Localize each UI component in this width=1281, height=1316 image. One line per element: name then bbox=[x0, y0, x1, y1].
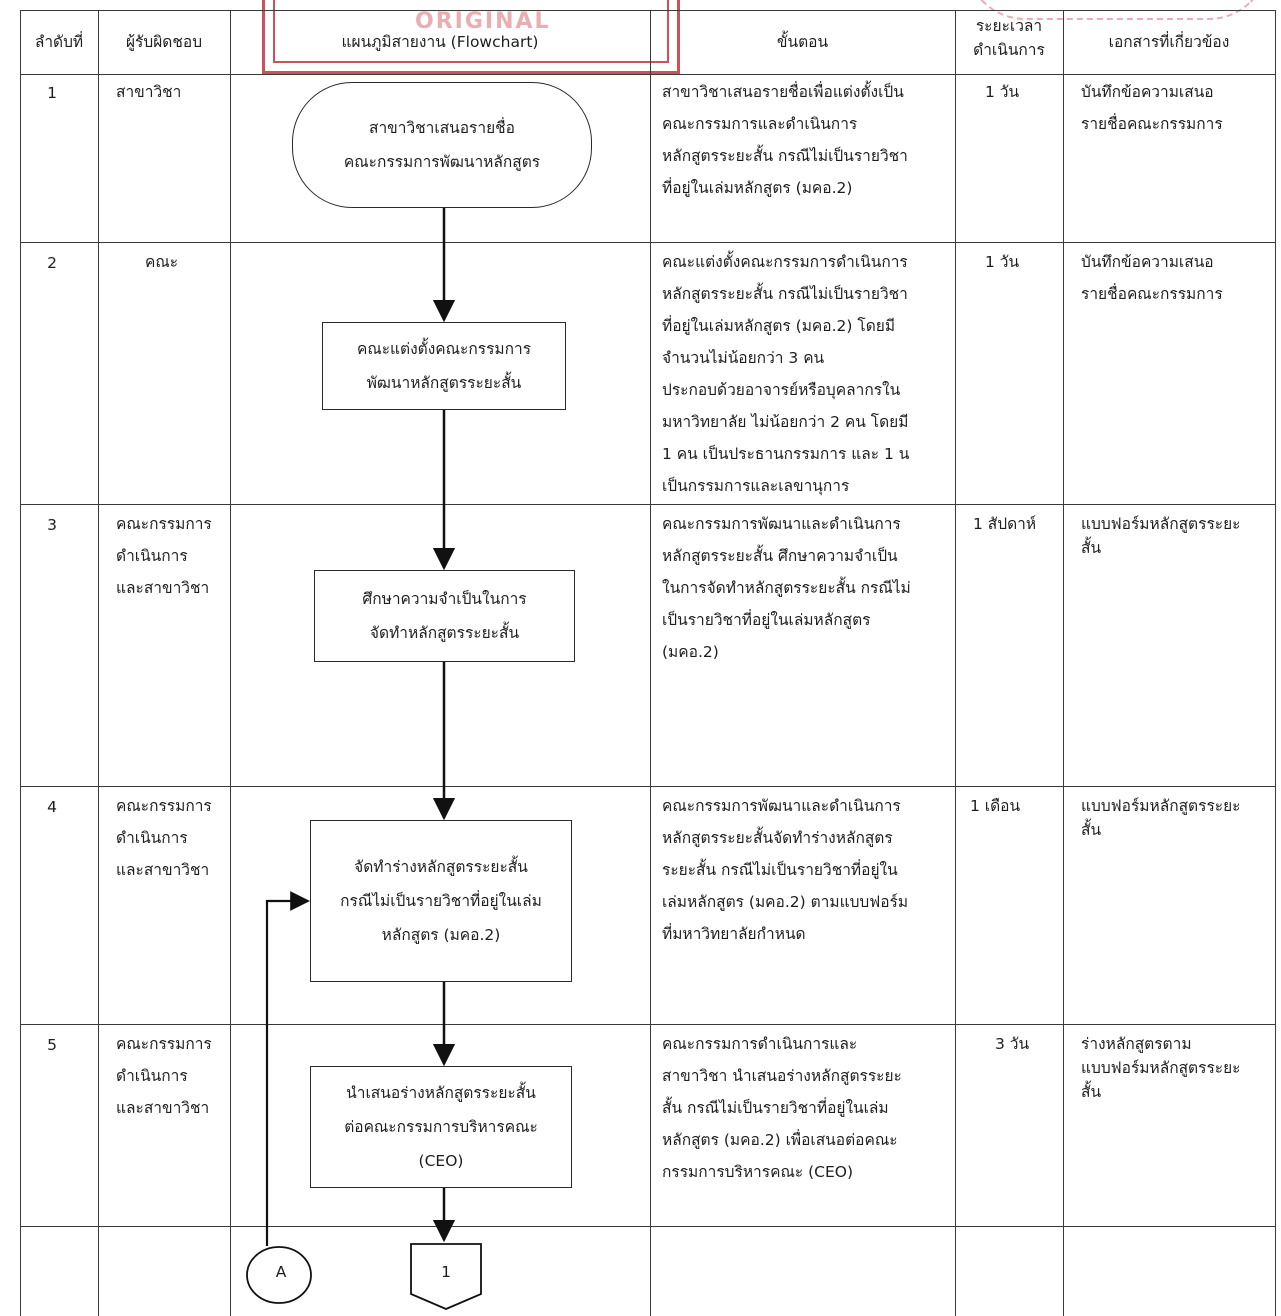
row-1-document: บันทึกข้อความเสนอ รายชื่อคณะกรรมการ bbox=[1081, 83, 1223, 133]
connector-a-label: A bbox=[275, 1263, 287, 1281]
row-4-responsible: คณะกรรมการ ดำเนินการ และสาขาวิชา bbox=[116, 797, 212, 879]
col-divider-3 bbox=[650, 10, 651, 1316]
row-1-no: 1 bbox=[47, 84, 57, 102]
row-3-no: 3 bbox=[47, 516, 57, 534]
col-divider-2 bbox=[230, 10, 231, 1316]
row-1-step: สาขาวิชาเสนอรายชื่อเพื่อแต่งตั้งเป็น คณะ… bbox=[662, 83, 908, 197]
row-1-duration: 1 วัน bbox=[985, 83, 1020, 101]
row-3-step: คณะกรรมการพัฒนาและดำเนินการ หลักสูตรระยะ… bbox=[662, 515, 911, 661]
row-divider-5 bbox=[20, 1226, 1275, 1227]
header-duration: ระยะเวลา ดำเนินการ bbox=[973, 17, 1045, 59]
row-3-duration: 1 สัปดาห์ bbox=[973, 515, 1037, 533]
row-3-responsible: คณะกรรมการ ดำเนินการ และสาขาวิชา bbox=[116, 515, 212, 597]
header-flowchart: แผนภูมิสายงาน (Flowchart) bbox=[341, 33, 539, 51]
row-5-document: ร่างหลักสูตรตาม แบบฟอร์มหลักสูตรระยะ สั้… bbox=[1081, 1035, 1241, 1101]
row-5-responsible: คณะกรรมการ ดำเนินการ และสาขาวิชา bbox=[116, 1035, 212, 1117]
connector-a-circle bbox=[246, 1246, 312, 1304]
flow-node-study: ศึกษาความจำเป็นในการ จัดทำหลักสูตรระยะสั… bbox=[314, 570, 575, 662]
arrow-connector-a-to-node4 bbox=[265, 891, 310, 1246]
col-divider-1 bbox=[98, 10, 99, 1316]
row-1-responsible: สาขาวิชา bbox=[116, 83, 182, 101]
original-stamp: ORIGINAL bbox=[262, 0, 680, 74]
row-4-no: 4 bbox=[47, 798, 57, 816]
row-5-duration: 3 วัน bbox=[995, 1035, 1030, 1053]
stamp-word: ORIGINAL bbox=[415, 9, 551, 34]
row-divider-4 bbox=[20, 1024, 1275, 1025]
header-row-divider bbox=[20, 74, 1275, 75]
row-4-step: คณะกรรมการพัฒนาและดำเนินการ หลักสูตรระยะ… bbox=[662, 797, 909, 943]
flow-node-appoint: คณะแต่งตั้งคณะกรรมการ พัฒนาหลักสูตรระยะส… bbox=[322, 322, 566, 410]
row-2-document: บันทึกข้อความเสนอ รายชื่อคณะกรรมการ bbox=[1081, 253, 1223, 303]
table-border-top bbox=[20, 10, 1275, 11]
header-responsible: ผู้รับผิดชอบ bbox=[125, 33, 203, 51]
row-2-step: คณะแต่งตั้งคณะกรรมการดำเนินการ หลักสูตรร… bbox=[662, 253, 910, 495]
col-border-right bbox=[1275, 10, 1276, 1316]
flow-node-present: นำเสนอร่างหลักสูตรระยะสั้น ต่อคณะกรรมการ… bbox=[310, 1066, 572, 1188]
row-4-document: แบบฟอร์มหลักสูตรระยะ สั้น bbox=[1081, 797, 1241, 839]
header-documents: เอกสารที่เกี่ยวข้อง bbox=[1108, 33, 1230, 51]
flow-node-start: สาขาวิชาเสนอรายชื่อ คณะกรรมการพัฒนาหลักส… bbox=[292, 82, 592, 208]
header-no: ลำดับที่ bbox=[34, 33, 84, 51]
row-2-duration: 1 วัน bbox=[985, 253, 1020, 271]
row-divider-2 bbox=[20, 504, 1275, 505]
row-3-document: แบบฟอร์มหลักสูตรระยะ สั้น bbox=[1081, 515, 1241, 557]
stamp-inner-border bbox=[273, 0, 669, 63]
header-steps: ขั้นตอน bbox=[776, 33, 829, 51]
col-border-left bbox=[20, 10, 21, 1316]
row-5-no: 5 bbox=[47, 1036, 57, 1054]
row-2-responsible: คณะ bbox=[145, 253, 179, 271]
row-4-duration: 1 เดือน bbox=[970, 797, 1021, 815]
row-divider-3 bbox=[20, 786, 1275, 787]
row-divider-1 bbox=[20, 242, 1275, 243]
col-divider-4 bbox=[955, 10, 956, 1316]
row-5-step: คณะกรรมการดำเนินการและ สาขาวิชา นำเสนอร่… bbox=[662, 1035, 902, 1181]
col-divider-5 bbox=[1063, 10, 1064, 1316]
offpage-connector-1 bbox=[410, 1243, 482, 1310]
flow-node-draft: จัดทำร่างหลักสูตรระยะสั้น กรณีไม่เป็นราย… bbox=[310, 820, 572, 982]
offpage-connector-label: 1 bbox=[441, 1263, 451, 1281]
row-2-no: 2 bbox=[47, 254, 57, 272]
